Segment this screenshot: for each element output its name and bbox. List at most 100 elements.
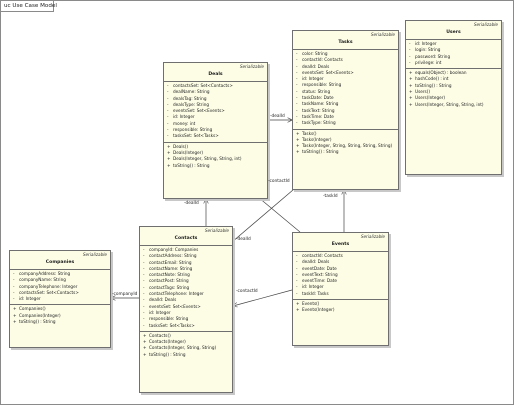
class-events[interactable]: Serializable Events -contactId: Contacts… (292, 232, 389, 346)
attribute: -dealsType: String (167, 101, 210, 107)
attribute: -contactTags: String (143, 284, 190, 290)
class-tasks-header: Serializable Tasks (293, 31, 398, 50)
class-companies-stereotype: Serializable (82, 252, 107, 257)
attribute: -responsible: String (143, 316, 189, 322)
class-tasks-stereotype: Serializable (370, 32, 395, 37)
attribute: -color: String (296, 51, 328, 56)
class-deals-name: Deals (208, 72, 223, 77)
attribute: -dealsTag: String (167, 95, 207, 101)
operation: +hashCode() : int (409, 76, 449, 82)
class-tasks-name: Tasks (338, 40, 353, 45)
operation: +Events(Integer) (296, 307, 335, 313)
class-events-header: Serializable Events (293, 233, 388, 252)
attribute: -dealId: Deals (296, 63, 330, 69)
class-deals-attributes: -contactsSet: Set<Contacts> -dealName: S… (164, 82, 267, 143)
attribute: -tasksSet: Set<Tasks> (143, 322, 195, 328)
attribute: -contactAddress: String (143, 253, 197, 259)
diagram-title-tab: uc Use Case Model (1, 1, 57, 12)
attribute: -eventsSet: Set<Events> (143, 303, 201, 309)
attribute: -taskText: String (296, 107, 335, 113)
class-users-header: Serializable Users (406, 21, 501, 40)
operation: +Deals() (167, 143, 188, 149)
attribute: -dealId: Deals (296, 259, 330, 265)
line-contacts-tasks[interactable] (231, 184, 300, 243)
attribute: -eventDate: Date (296, 265, 337, 271)
operation: +Tasks(Integer) (296, 136, 332, 142)
operation: +Tasks() (296, 130, 317, 136)
class-companies-operations: +Companies() +Companies(Integer) +toStri… (10, 305, 110, 327)
operation: +Events() (296, 301, 320, 307)
attribute: -eventText: String (296, 271, 338, 277)
attribute: -contactId: Contacts (296, 57, 343, 63)
class-events-attributes: -contactId: Contacts -dealId: Deals -eve… (293, 252, 388, 301)
attribute: -dealId: Deals (143, 297, 177, 303)
class-users-operations: +equals(Object) : boolean +hashCode() : … (406, 69, 501, 110)
attribute: -contactTelephone: Integer (143, 291, 204, 297)
attribute: -dealName: String (167, 89, 210, 95)
attribute: -status: String (296, 88, 331, 94)
line-events-contacts[interactable] (233, 289, 293, 306)
class-companies-name: Companies (45, 260, 75, 265)
attribute: -login: String (409, 47, 441, 53)
operation: +toString() : String (167, 162, 210, 168)
attribute: -contactsSet: Set<Contacts> (13, 289, 79, 295)
operation: +Users(Integer) (409, 95, 446, 101)
class-deals[interactable]: Serializable Deals -contactsSet: Set<Con… (163, 62, 268, 199)
attribute: -tasksSet: Set<Tasks> (167, 133, 219, 139)
attribute: -contactPost: String (143, 278, 189, 284)
attribute: -responsible: String (167, 127, 213, 133)
assoc-label-contacts-deals: -dealId (184, 201, 199, 206)
assoc-label-contacts-tasks: -contactId (268, 179, 290, 184)
class-events-operations: +Events() +Events(Integer) (293, 300, 388, 316)
attribute: -taskId: Tasks (296, 290, 329, 296)
attribute: -contactNote: String (143, 272, 190, 278)
operation: +Users() (409, 89, 430, 95)
class-users-stereotype: Serializable (473, 22, 498, 27)
class-contacts-stereotype: Serializable (204, 228, 229, 233)
class-contacts-attributes: -companyId: Companies -contactAddress: S… (140, 246, 232, 332)
operation: +Contacts(Integer, String, String) (143, 345, 217, 351)
operation: +toString() : String (296, 149, 339, 155)
operation: +toString() : String (409, 82, 452, 88)
attribute: -taskDate: Date (296, 95, 334, 101)
class-deals-stereotype: Serializable (239, 64, 264, 69)
attribute: -eventTime: Date (296, 278, 337, 284)
class-users[interactable]: Serializable Users -id: Integer -login: … (405, 20, 502, 175)
class-events-stereotype: Serializable (360, 234, 385, 239)
attribute: -companyAddress: String (13, 271, 71, 276)
attribute: -id: Integer (143, 309, 171, 315)
assoc-label-events-deals: -dealId (236, 237, 251, 242)
class-tasks-attributes: -color: String -contactId: Contacts -dea… (293, 50, 398, 130)
class-contacts-header: Serializable Contacts (140, 227, 232, 246)
attribute: -eventsSet: Set<Events> (296, 69, 354, 75)
operation: +toString() : String (143, 351, 186, 357)
operation: +Companies(Integer) (13, 312, 61, 318)
class-users-attributes: -id: Integer -login: String -password: S… (406, 40, 501, 70)
attribute: -contactsSet: Set<Contacts> (167, 83, 233, 88)
attribute: -companyId: Companies (143, 247, 199, 252)
attribute: -contactId: Contacts (296, 253, 343, 258)
attribute: -taskType: String (296, 120, 336, 126)
operation: +Tasks(Integer, String, String, String, … (296, 143, 393, 149)
class-tasks[interactable]: Serializable Tasks -color: String -conta… (292, 30, 399, 190)
assoc-label-events-contacts: -contactId (236, 289, 258, 294)
class-contacts[interactable]: Serializable Contacts -companyId: Compan… (139, 226, 233, 393)
operation: +Deals(Integer) (167, 149, 204, 155)
class-companies[interactable]: Serializable Companies -companyAddress: … (9, 250, 111, 348)
class-events-name: Events (331, 242, 350, 247)
operation: +equals(Object) : boolean (409, 70, 467, 76)
assoc-label-events-tasks: -taskId (323, 194, 338, 199)
class-users-name: Users (446, 30, 461, 35)
attribute: -id: Integer (13, 296, 41, 302)
attribute: -id: Integer (409, 41, 437, 46)
class-tasks-operations: +Tasks() +Tasks(Integer) +Tasks(Integer,… (293, 130, 398, 158)
attribute: -id: Integer (296, 76, 324, 82)
attribute: -companyName: String (13, 277, 66, 283)
attribute: -taskName: String (296, 101, 339, 107)
class-contacts-operations: +Contacts() +Contacts(Integer) +Contacts… (140, 332, 232, 360)
attribute: -id: Integer (296, 284, 324, 290)
attribute: -companyTelephone: Integer (13, 283, 78, 289)
attribute: -eventsSet: Set<Events> (167, 108, 225, 114)
operation: +Contacts(Integer) (143, 339, 186, 345)
operation: +Companies() (13, 306, 46, 312)
